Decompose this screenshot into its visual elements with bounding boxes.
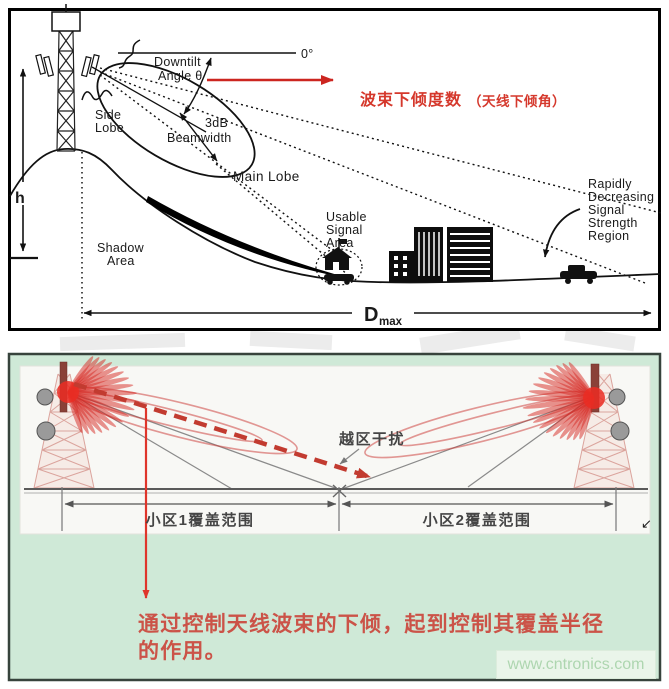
propagation-rays: [99, 67, 662, 284]
bottom-diagram: 越区干扰 小区1覆盖范围 小区2覆盖范围 ↙: [7, 352, 662, 682]
antenna-tower: [56, 30, 76, 152]
zero-degree-label: 0°: [301, 47, 314, 61]
squiggle-upper: [118, 39, 141, 69]
usable-area-label-line1: Usable: [326, 210, 367, 224]
interference-label: 越区干扰: [338, 430, 405, 448]
antenna-top-box: [51, 4, 81, 32]
rapid-region-label-line2: Decreasing: [588, 190, 654, 204]
microwave-dishes-left: [36, 388, 56, 441]
dmax-label-main: D: [364, 304, 378, 326]
rapid-region-arrow: [543, 208, 581, 258]
cell1-range-label: 小区1覆盖范围: [146, 511, 255, 529]
dmax-label-sub: max: [379, 316, 403, 328]
usable-area-label-line2: Signal: [326, 223, 363, 237]
annotation-beam-tilt: 波束下倾度数: [360, 90, 462, 109]
side-lobe-label-line1: Side: [95, 108, 121, 122]
radiation-fan-right: [522, 362, 605, 441]
shadow-area-label-line2: Area: [107, 254, 135, 268]
downtilt-label-line1: Downtilt: [154, 55, 201, 69]
annotation-antenna-tilt: （天线下倾角）: [468, 93, 566, 109]
tower-right: [573, 373, 635, 489]
house: [322, 238, 352, 270]
top-diagram: 0° Downtilt Angle θ Side Lobe 3dB Beamwi…: [8, 4, 662, 331]
usable-area-label-line3: Area: [326, 236, 354, 250]
downtilt-label-line2: Angle θ: [158, 69, 203, 83]
rapid-region-label-line3: Signal: [588, 203, 625, 217]
beamwidth-label-line1: 3dB: [205, 116, 228, 130]
shadow-area-label-line1: Shadow: [97, 241, 145, 255]
height-label: h: [15, 190, 25, 207]
downtilt-angle-arc: [183, 57, 212, 115]
beamwidth-label-line2: Beamwidth: [167, 131, 232, 145]
site-watermark: www.cntronics.com: [496, 650, 656, 679]
rapid-region-label-line1: Rapidly: [588, 177, 632, 191]
top-panel-frame: [8, 8, 661, 331]
squiggle-sidelobes: [81, 89, 113, 101]
car-left: [324, 274, 354, 285]
microwave-dishes-right: [608, 388, 630, 441]
car-right: [560, 265, 597, 284]
side-lobe-label-line2: Lobe: [95, 121, 124, 135]
antenna-panels: [35, 53, 100, 78]
beamwidth-arrow: [179, 112, 218, 162]
corner-arrow-icon: ↙: [641, 516, 652, 531]
caption-text: 通过控制天线波束的下倾，起到控制其覆盖半径的作用。: [138, 613, 605, 664]
main-lobe-label: Main Lobe: [233, 169, 300, 184]
cell2-range-label: 小区2覆盖范围: [423, 511, 532, 529]
interference-dashed-arrow: [73, 381, 371, 480]
rapid-region-label-line5: Region: [588, 229, 629, 243]
buildings: [389, 227, 493, 282]
dimension-ticks: [61, 487, 617, 531]
rapid-region-label-line4: Strength: [588, 216, 638, 230]
interference-pointer: [339, 448, 360, 465]
